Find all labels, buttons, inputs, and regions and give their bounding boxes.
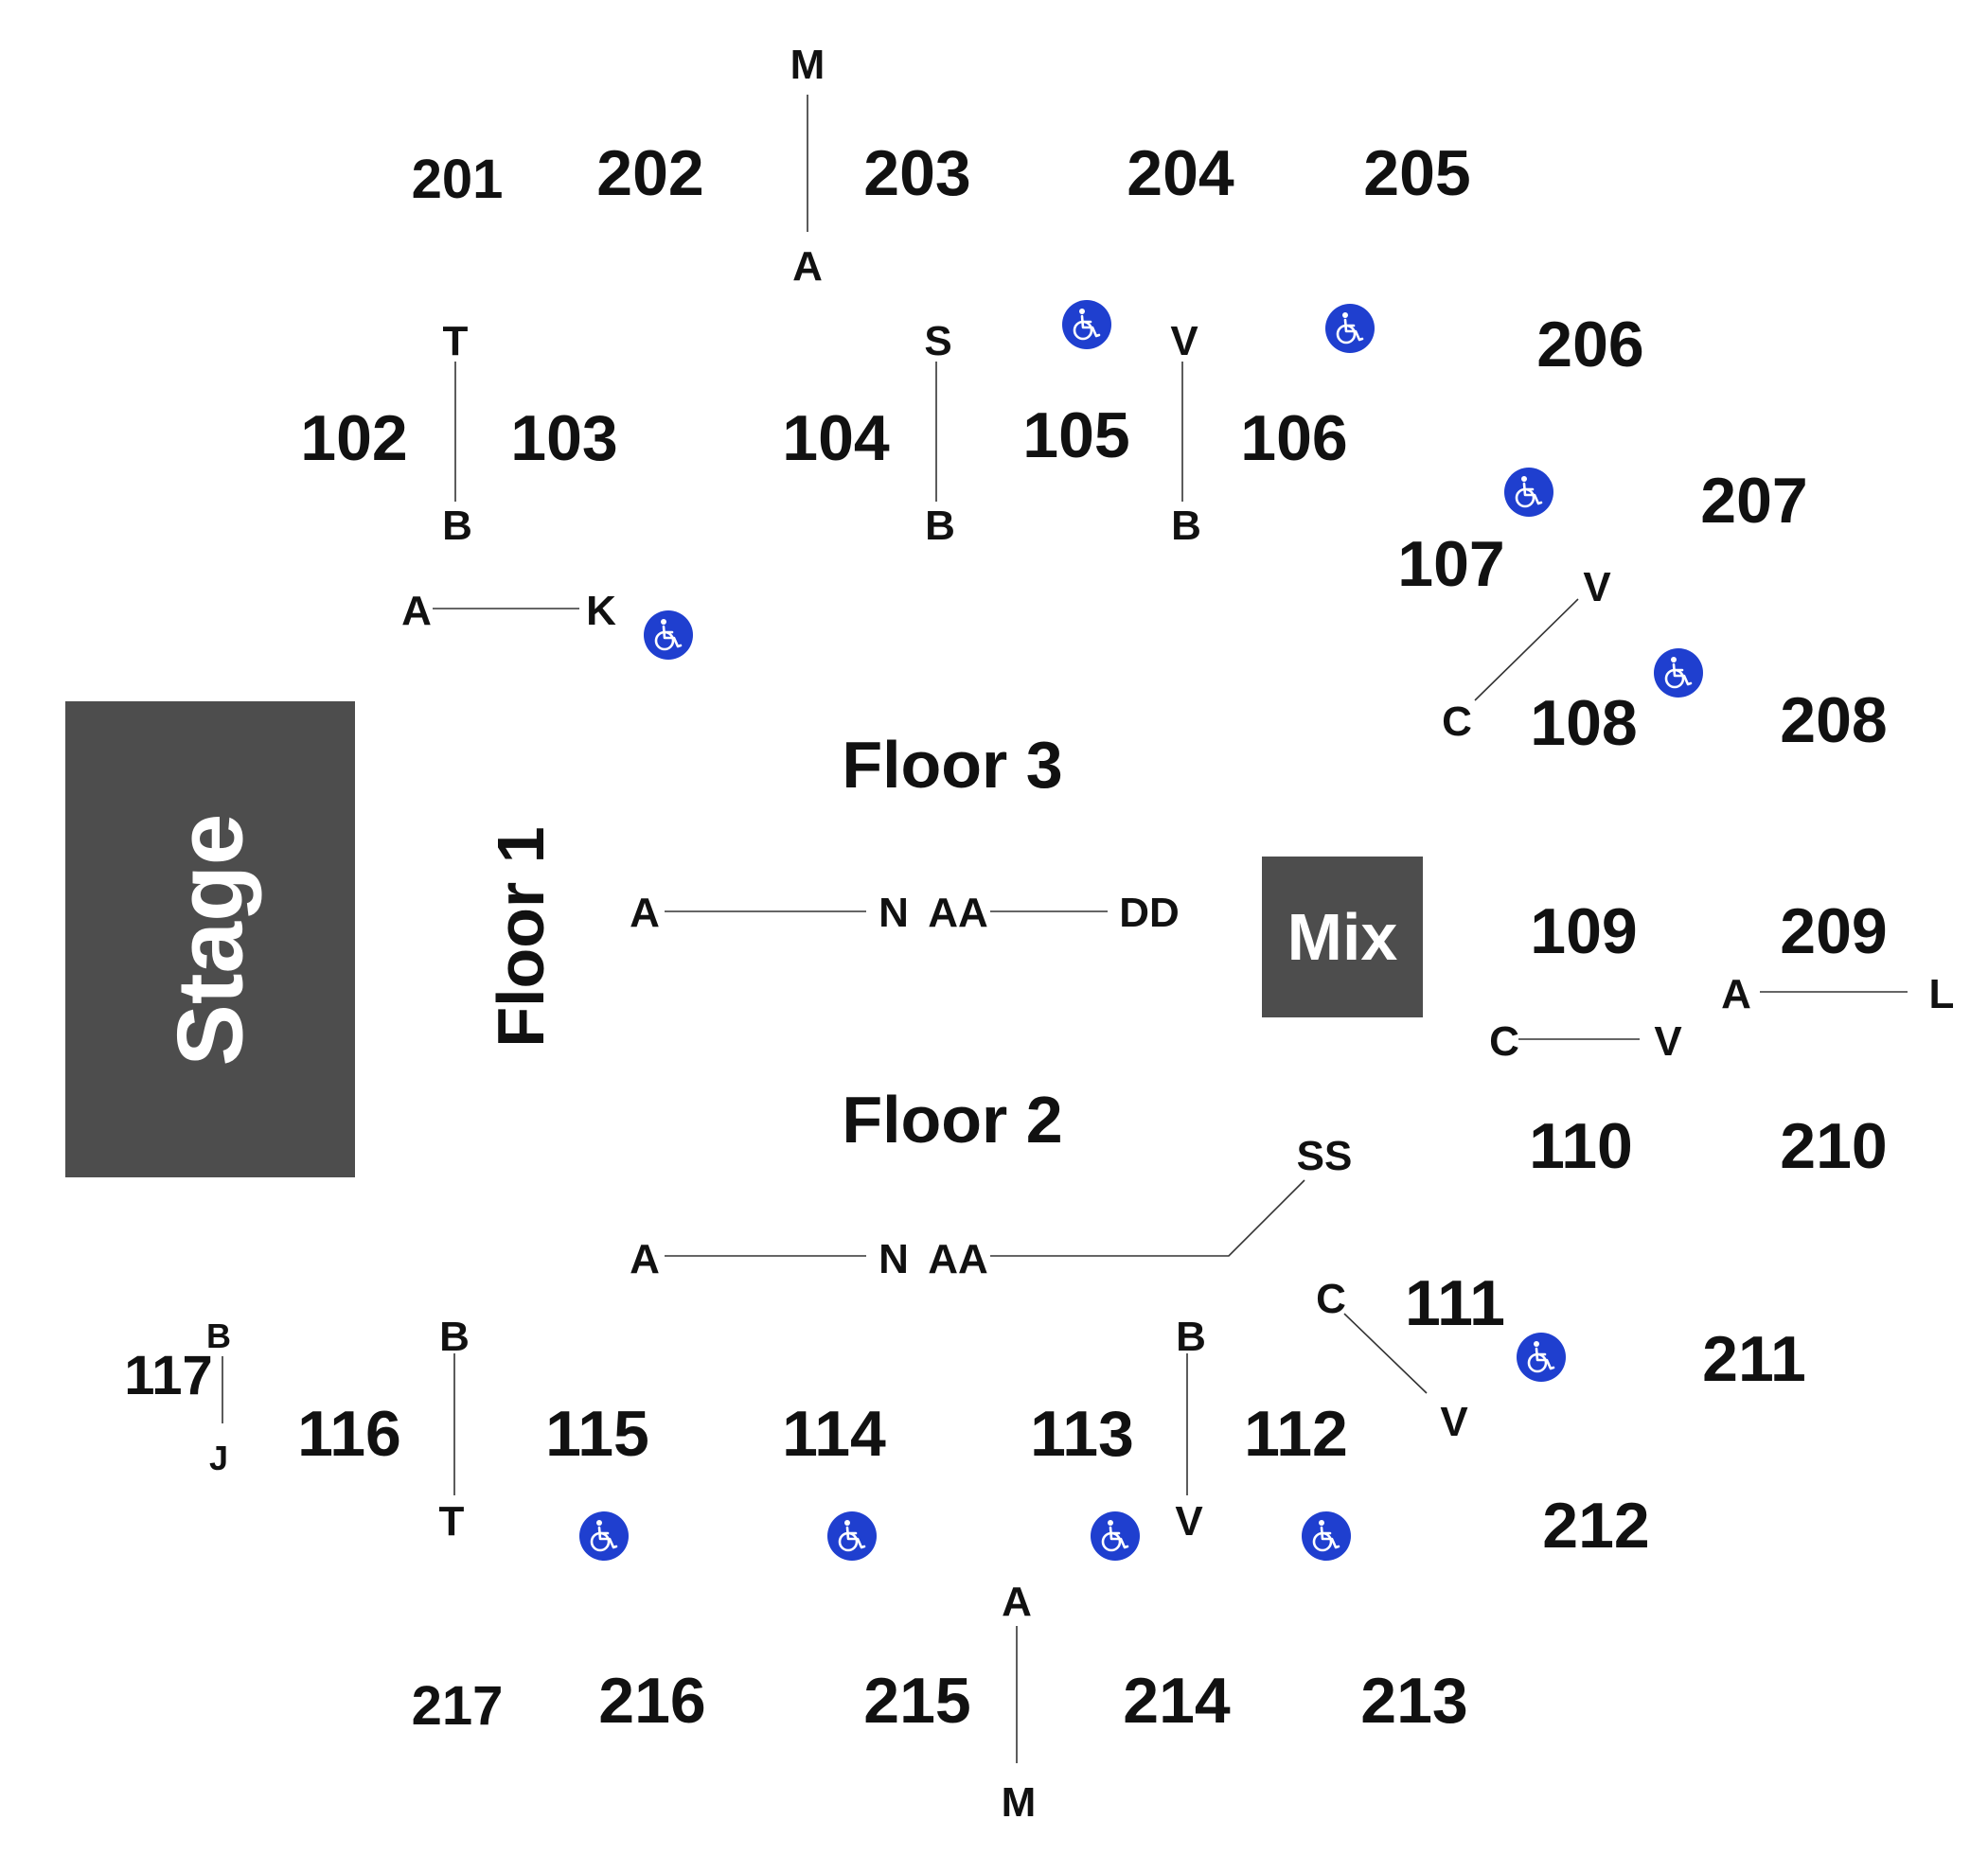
section-110[interactable]: 110 xyxy=(1529,1110,1633,1182)
section-102[interactable]: 102 xyxy=(300,402,408,474)
row-label: DD xyxy=(1119,890,1180,936)
row-label: A xyxy=(630,890,660,936)
section-203[interactable]: 203 xyxy=(863,137,971,209)
section-214[interactable]: 214 xyxy=(1123,1665,1231,1737)
wheelchair-icon xyxy=(827,1511,877,1561)
row-label: C xyxy=(1442,698,1472,745)
section-116[interactable]: 116 xyxy=(297,1398,401,1470)
row-label: V xyxy=(1654,1018,1682,1065)
section-115[interactable]: 115 xyxy=(545,1398,649,1470)
row-label: B xyxy=(439,1314,470,1360)
row-label: N xyxy=(879,1236,909,1282)
row-label: A xyxy=(1002,1579,1032,1625)
section-212[interactable]: 212 xyxy=(1542,1490,1650,1562)
section-205[interactable]: 205 xyxy=(1363,137,1471,209)
row-label: N xyxy=(879,890,909,936)
row-label: AA xyxy=(928,890,988,936)
stage-label: Stage xyxy=(157,813,262,1066)
row-label: A xyxy=(401,588,432,634)
mix-label: Mix xyxy=(1287,900,1398,974)
row-label: V xyxy=(1170,318,1198,364)
row-label: K xyxy=(586,588,616,634)
wheelchair-icon xyxy=(1654,648,1703,698)
section-114[interactable]: 114 xyxy=(782,1398,886,1470)
section-215[interactable]: 215 xyxy=(863,1665,971,1737)
row-label: B xyxy=(442,503,472,549)
section-109[interactable]: 109 xyxy=(1530,895,1638,967)
section-204[interactable]: 204 xyxy=(1127,137,1234,209)
row-label: M xyxy=(790,42,825,88)
row-label: C xyxy=(1489,1018,1519,1065)
row-label: SS xyxy=(1296,1133,1353,1179)
row-label: V xyxy=(1440,1399,1468,1445)
section-201[interactable]: 201 xyxy=(411,149,504,210)
row-label: J xyxy=(208,1439,229,1477)
floor-3-label: Floor 3 xyxy=(842,728,1063,802)
wheelchair-icon xyxy=(1325,304,1375,353)
row-label: B xyxy=(1176,1314,1206,1360)
row-label: A xyxy=(630,1236,660,1282)
wheelchair-icon xyxy=(1302,1511,1351,1561)
row-label: M xyxy=(1001,1779,1037,1826)
section-105[interactable]: 105 xyxy=(1022,399,1130,471)
section-216[interactable]: 216 xyxy=(598,1665,706,1737)
section-217[interactable]: 217 xyxy=(411,1675,504,1737)
section-202[interactable]: 202 xyxy=(596,137,704,209)
section-117[interactable]: 117 xyxy=(124,1345,213,1406)
row-label: A xyxy=(792,243,823,290)
section-113[interactable]: 113 xyxy=(1030,1398,1134,1470)
section-104[interactable]: 104 xyxy=(782,402,890,474)
section-112[interactable]: 112 xyxy=(1244,1398,1348,1470)
section-111[interactable]: 111 xyxy=(1405,1267,1505,1339)
section-208[interactable]: 208 xyxy=(1780,684,1888,756)
row-label: S xyxy=(924,318,952,364)
wheelchair-icon xyxy=(1504,468,1553,517)
row-label: V xyxy=(1583,564,1611,610)
floor-1-label: Floor 1 xyxy=(484,826,558,1048)
row-label: C xyxy=(1316,1276,1346,1322)
wheelchair-icon xyxy=(1517,1333,1566,1382)
section-213[interactable]: 213 xyxy=(1360,1665,1468,1737)
row-label: B xyxy=(206,1316,231,1355)
wheelchair-icon xyxy=(579,1511,629,1561)
row-label: B xyxy=(1171,503,1201,549)
row-label: B xyxy=(925,503,955,549)
section-107[interactable]: 107 xyxy=(1397,528,1505,600)
row-label: AA xyxy=(928,1236,988,1282)
section-206[interactable]: 206 xyxy=(1536,309,1644,380)
row-label: L xyxy=(1928,971,1955,1017)
row-label: A xyxy=(1721,971,1751,1017)
row-label: T xyxy=(438,1498,465,1545)
row-label: T xyxy=(442,318,469,364)
wheelchair-icon xyxy=(644,610,693,660)
row-label: V xyxy=(1175,1498,1203,1545)
section-210[interactable]: 210 xyxy=(1780,1110,1888,1182)
section-108[interactable]: 108 xyxy=(1530,687,1638,759)
section-207[interactable]: 207 xyxy=(1700,465,1808,537)
section-103[interactable]: 103 xyxy=(510,402,618,474)
wheelchair-icon xyxy=(1091,1511,1140,1561)
stage-block: Stage xyxy=(65,701,355,1177)
section-211[interactable]: 211 xyxy=(1702,1323,1806,1395)
wheelchair-icon xyxy=(1062,300,1111,349)
floor-2-label: Floor 2 xyxy=(842,1083,1063,1157)
section-106[interactable]: 106 xyxy=(1240,402,1348,474)
mix-booth: Mix xyxy=(1262,857,1423,1017)
section-209[interactable]: 209 xyxy=(1780,895,1888,967)
